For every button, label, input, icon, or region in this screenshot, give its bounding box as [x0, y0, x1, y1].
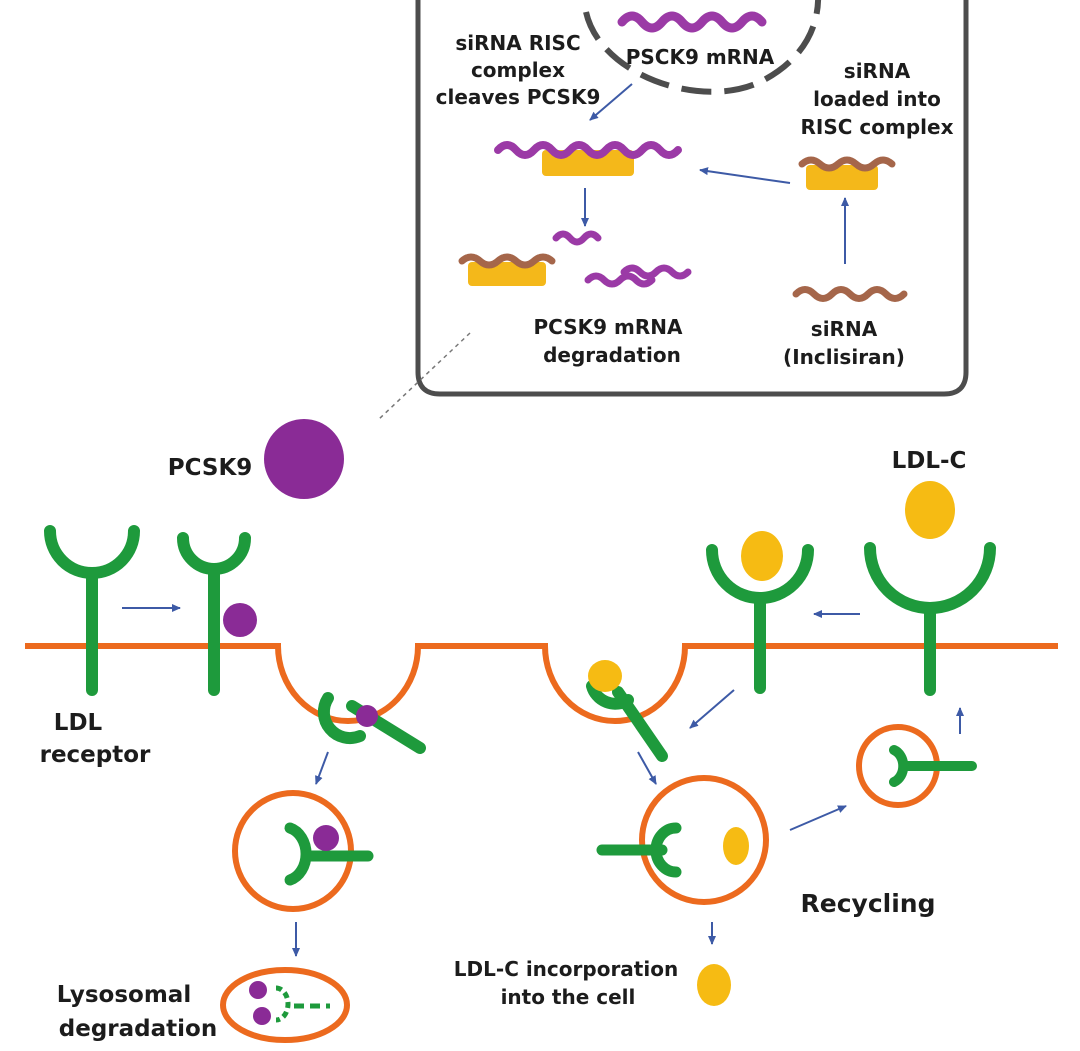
arrow-receptor-to-pit	[689, 689, 735, 729]
loaded-sirna-strand	[798, 156, 896, 172]
released-sirna-strand	[458, 253, 556, 269]
sirna-drug-label-2: (Inclisiran)	[783, 345, 905, 369]
cell-membrane	[25, 643, 1058, 724]
internalized-receptor-pcsk9	[317, 692, 426, 754]
incorporation-label-1: LDL-C incorporation	[454, 957, 678, 981]
ldl-receptor-free	[44, 525, 140, 696]
arrow-pit-to-endosome-2	[637, 751, 657, 785]
mrna-degradation-label-2: degradation	[543, 343, 681, 367]
released-risc-complex	[468, 262, 546, 286]
sirna-loaded-label-3: RISC complex	[801, 115, 954, 139]
sirna-loaded-label-1: siRNA	[844, 59, 911, 83]
mrna-degradation-label-1: PCSK9 mRNA	[534, 315, 683, 339]
arrow-mrna-to-risc	[589, 83, 633, 121]
lysosome	[220, 967, 350, 1043]
mrna-fragment-3	[620, 264, 692, 280]
risc-cleaves-label-2: complex	[471, 58, 565, 82]
incorporated-ldl-c	[697, 964, 731, 1006]
mrna-fragment-1	[552, 230, 602, 246]
pcsk9-protein	[264, 419, 344, 499]
sirna-drug-label-1: siRNA	[811, 317, 878, 341]
endosome-pcsk9	[232, 790, 374, 912]
arrow-loaded-to-cleavage	[699, 167, 791, 184]
ldl-receptor-label-2: receptor	[40, 742, 151, 768]
arrow-to-recycling-vesicle	[789, 805, 847, 831]
loaded-risc-complex	[806, 165, 878, 190]
recycling-label: Recycling	[801, 889, 936, 918]
pcsk9-mrna-strand	[617, 11, 767, 33]
sirna-loaded-label-2: loaded into	[813, 87, 941, 111]
recycling-vesicle	[856, 724, 977, 808]
ldl-receptor-recycled	[864, 542, 996, 696]
lysosomal-label-2: degradation	[59, 1016, 217, 1042]
incorporation-label-2: into the cell	[501, 985, 636, 1009]
arrow-pit-to-endosome-1	[315, 751, 329, 785]
ldl-receptor-label-1: LDL	[54, 710, 103, 736]
free-sirna-strand	[792, 286, 908, 302]
ldl-receptor-pcsk9-bound	[177, 532, 257, 696]
bound-mrna-strand	[494, 141, 682, 159]
nucleus-outline	[583, 0, 822, 95]
mrna-fragment-2	[584, 272, 656, 288]
pcsk9-label: PCSK9	[168, 455, 253, 481]
pcsk9-mrna-label: PSCK9 mRNA	[626, 45, 775, 69]
endosome-ldl	[596, 775, 769, 905]
ldl-c-particle	[905, 481, 955, 539]
risc-cleaves-label-1: siRNA RISC	[455, 31, 580, 55]
inset-connector	[377, 332, 471, 421]
sirna-mechanism-inset: PSCK9 mRNA siRNA RISC complex cleaves PC…	[415, 0, 969, 397]
risc-cleaves-label-3: cleaves PCSK9	[436, 85, 601, 109]
lysosomal-label-1: Lysosomal	[57, 982, 191, 1008]
ldl-c-label: LDL-C	[892, 448, 967, 474]
inset-frame	[415, 0, 969, 397]
internalized-receptor-ldl	[586, 660, 668, 762]
ldl-receptor-ldl-bound	[706, 531, 814, 694]
